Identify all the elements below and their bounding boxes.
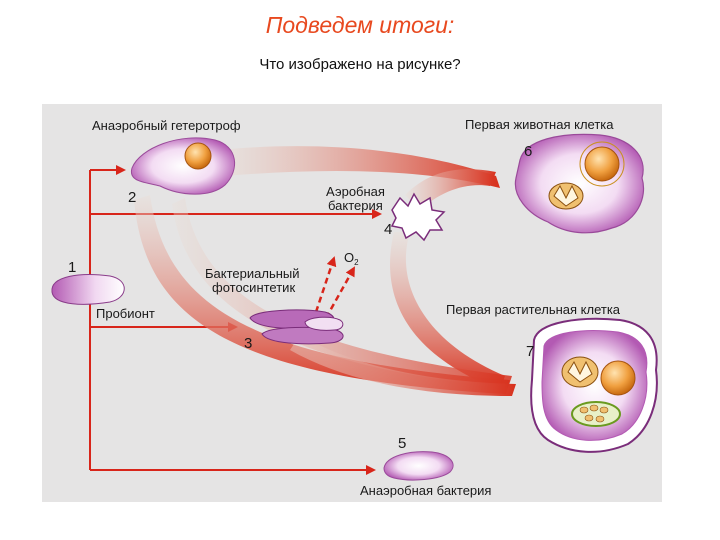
number-6: 6 bbox=[524, 143, 532, 160]
label-oxygen-symbol: O bbox=[344, 250, 354, 265]
number-7: 7 bbox=[526, 343, 534, 360]
label-oxygen: O2 bbox=[344, 250, 359, 267]
anaerobic-heterotroph-cell bbox=[131, 138, 234, 194]
oxygen-arrows bbox=[316, 258, 354, 318]
label-oxygen-subscript: 2 bbox=[354, 258, 359, 267]
label-anaerobic-bacterium: Анаэробная бактерия bbox=[360, 483, 491, 498]
probiont-cell bbox=[52, 275, 124, 305]
number-3: 3 bbox=[244, 335, 252, 352]
label-probiont: Пробионт bbox=[96, 306, 155, 321]
animal-nucleus bbox=[585, 147, 619, 181]
first-animal-cell bbox=[515, 134, 643, 232]
label-bacterial-photosynthetic-1: Бактериальный bbox=[205, 266, 300, 281]
label-bacterial-photosynthetic-2: фотосинтетик bbox=[212, 280, 295, 295]
label-first-animal-cell: Первая животная клетка bbox=[465, 117, 614, 132]
number-2: 2 bbox=[128, 189, 136, 206]
label-first-plant-cell: Первая растительная клетка bbox=[446, 302, 621, 317]
number-4: 4 bbox=[384, 221, 392, 238]
number-1: 1 bbox=[68, 259, 76, 276]
first-plant-cell bbox=[531, 319, 657, 452]
label-aerobic-bacterium-1: Аэробная bbox=[326, 184, 385, 199]
anaerobic-bacterium-cell bbox=[384, 452, 453, 480]
plant-nucleus bbox=[601, 361, 635, 395]
heterotroph-nucleus bbox=[185, 143, 211, 169]
label-anaerobic-heterotroph: Анаэробный гетеротроф bbox=[92, 118, 241, 133]
label-aerobic-bacterium-2: бактерия bbox=[328, 198, 383, 213]
number-5: 5 bbox=[398, 435, 406, 452]
